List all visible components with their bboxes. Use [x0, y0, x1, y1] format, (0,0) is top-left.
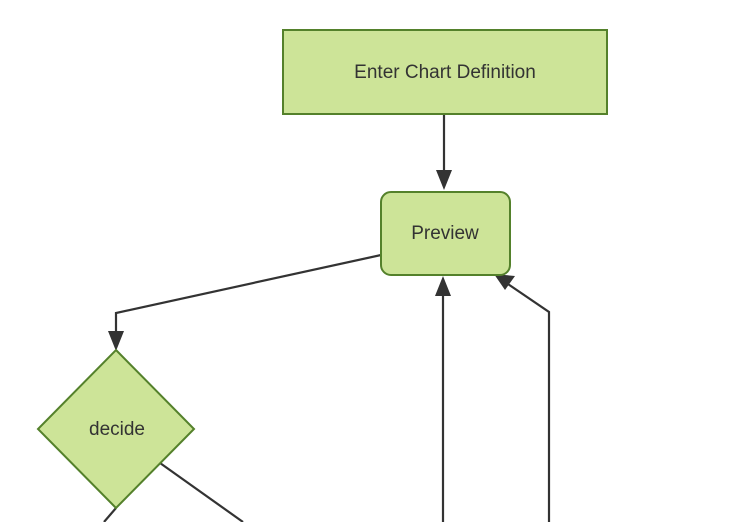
edge-decide-right-out — [159, 462, 244, 522]
node-label-enter-chart-definition: Enter Chart Definition — [354, 62, 536, 83]
arrowhead-upleft-icon — [494, 274, 515, 290]
edge-line — [159, 462, 244, 522]
arrowhead-up-icon — [435, 276, 451, 296]
node-enter-chart-definition[interactable]: Enter Chart Definition — [282, 29, 608, 115]
node-shape-diamond — [36, 348, 196, 510]
edge-line — [114, 253, 382, 336]
node-decide[interactable]: decide — [36, 348, 196, 510]
node-shape-rectangle — [282, 29, 608, 115]
node-shape-rounded-rectangle — [380, 191, 511, 276]
edge-bottom-right-to-preview — [494, 274, 551, 522]
edge-preview-to-decide — [108, 253, 382, 351]
edge-enter-to-preview — [436, 114, 452, 190]
node-label-decide: decide — [89, 419, 145, 440]
arrowhead-down-icon — [108, 331, 124, 351]
node-preview[interactable]: Preview — [380, 191, 511, 276]
arrowhead-down-icon — [436, 170, 452, 190]
node-label-preview: Preview — [411, 223, 479, 244]
edge-line — [103, 507, 117, 522]
edge-decide-bottom-out — [103, 507, 117, 522]
edge-line — [504, 281, 551, 522]
edge-bottom-center-to-preview — [435, 276, 451, 522]
